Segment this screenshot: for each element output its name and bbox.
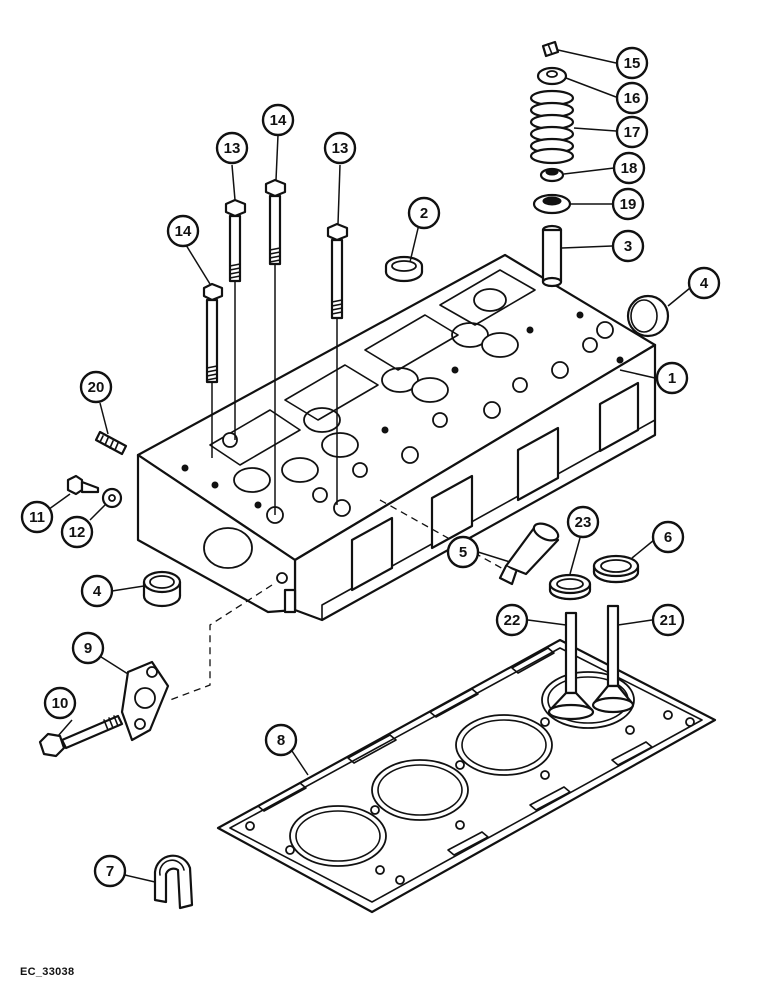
svg-text:5: 5: [459, 544, 467, 561]
svg-text:21: 21: [660, 612, 677, 629]
callout-2: 2: [407, 196, 441, 230]
valve-seat-ring-2: [384, 255, 424, 283]
callout-20: 20: [79, 370, 113, 404]
svg-text:12: 12: [69, 524, 86, 541]
valve-seat-insert-6: [592, 554, 640, 584]
callout-17: 17: [615, 115, 649, 149]
cylinder-head: [136, 253, 657, 622]
callout-1: 1: [655, 361, 689, 395]
callout-15: 15: [615, 46, 649, 80]
callout-11: 11: [20, 500, 54, 534]
exhaust-valve-22: [547, 611, 595, 721]
callout-23: 23: [566, 505, 600, 539]
expansion-plug-lower: [142, 570, 182, 608]
svg-text:2: 2: [420, 205, 428, 222]
head-bolt-long-center: [264, 178, 287, 266]
head-bolt-short-right: [326, 222, 349, 320]
callout-18: 18: [612, 151, 646, 185]
callout-12: 12: [60, 515, 94, 549]
reference-code: EC_33038: [20, 966, 75, 978]
hex-bolt-long: [38, 714, 124, 758]
svg-text:19: 19: [620, 196, 637, 213]
svg-text:16: 16: [624, 90, 641, 107]
callout-3: 3: [611, 229, 645, 263]
svg-text:11: 11: [29, 509, 45, 526]
svg-text:15: 15: [624, 55, 641, 72]
cylinder-head-gasket: [216, 638, 717, 914]
callout-21: 21: [651, 603, 685, 637]
spring-retainer: [536, 66, 568, 86]
svg-text:1: 1: [668, 370, 676, 387]
svg-text:4: 4: [93, 583, 102, 600]
callout-4-lower: 4: [80, 574, 114, 608]
bypass-elbow: [153, 854, 194, 910]
callout-14-left: 14: [166, 214, 200, 248]
valve-spring: [529, 89, 575, 165]
callout-13-right: 13: [323, 131, 357, 165]
valve-seat-insert-23: [548, 573, 592, 601]
svg-text:18: 18: [621, 160, 638, 177]
svg-text:6: 6: [664, 529, 672, 546]
callout-8: 8: [264, 723, 298, 757]
callout-5: 5: [446, 535, 480, 569]
injector-sleeve: [498, 522, 560, 586]
valve-stem-seal: [539, 167, 565, 183]
callout-7: 7: [93, 854, 127, 888]
outlet-gasket: [120, 660, 170, 742]
valve-guide: [541, 224, 563, 288]
callout-4-upper: 4: [687, 266, 721, 300]
bolt-small: [66, 474, 100, 496]
callout-22: 22: [495, 603, 529, 637]
intake-valve-21: [591, 604, 635, 714]
svg-text:23: 23: [575, 514, 592, 531]
svg-text:4: 4: [700, 275, 709, 292]
dashed-guide-line: [169, 584, 273, 701]
expansion-plug-upper: [626, 294, 670, 338]
svg-text:10: 10: [52, 695, 69, 712]
callout-19: 19: [611, 187, 645, 221]
head-bolt-short-left: [224, 198, 247, 283]
svg-text:7: 7: [106, 863, 114, 880]
valve-collet: [541, 40, 560, 58]
svg-text:17: 17: [624, 124, 641, 141]
spring-seat: [532, 193, 572, 215]
callout-6: 6: [651, 520, 685, 554]
callout-9: 9: [71, 631, 105, 665]
callout-14-center: 14: [261, 103, 295, 137]
svg-text:3: 3: [624, 238, 632, 255]
svg-text:22: 22: [504, 612, 521, 629]
callout-10: 10: [43, 686, 77, 720]
svg-text:20: 20: [88, 379, 105, 396]
svg-text:13: 13: [224, 140, 241, 157]
stud: [94, 430, 128, 456]
callout-16: 16: [615, 81, 649, 115]
callout-13-left: 13: [215, 131, 249, 165]
svg-text:14: 14: [270, 112, 287, 129]
svg-text:13: 13: [332, 140, 349, 157]
leader-lines: [44, 49, 691, 883]
head-bolt-long-left: [202, 282, 224, 384]
washer: [101, 487, 123, 509]
svg-text:8: 8: [277, 732, 285, 749]
svg-text:14: 14: [175, 223, 192, 240]
svg-text:9: 9: [84, 640, 92, 657]
